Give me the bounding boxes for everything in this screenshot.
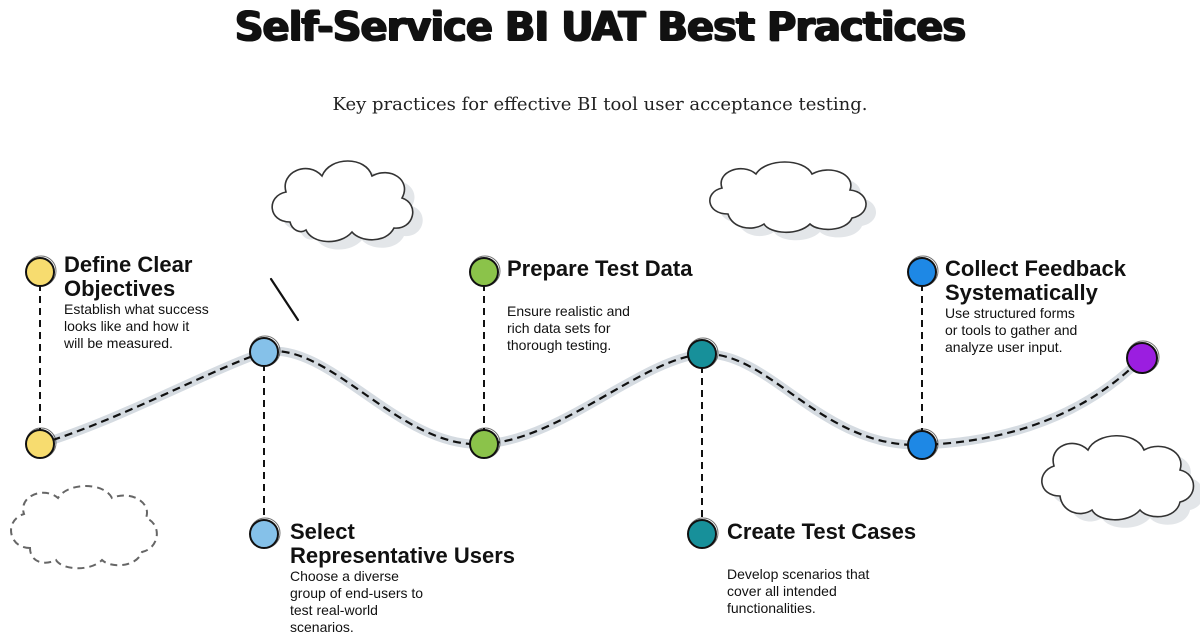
step-define-objectives: Define Clear Objectives Establish what s… xyxy=(64,253,264,352)
step-marker-path xyxy=(25,427,57,459)
cloud-icon xyxy=(10,485,158,570)
step-description: Establish what success looks like and ho… xyxy=(64,301,209,351)
step-marker-top xyxy=(25,255,57,287)
timeline-path xyxy=(39,350,1143,447)
step-marker-path xyxy=(249,335,281,367)
step-title: Collect Feedback Systematically xyxy=(945,256,1126,305)
page-title: Self-Service BI UAT Best Practices xyxy=(234,4,966,50)
step-marker-path xyxy=(687,337,719,369)
step-marker-bottom xyxy=(249,517,281,549)
step-title: Define Clear Objectives xyxy=(64,252,193,301)
step-marker-top xyxy=(469,255,501,287)
step-title: Prepare Test Data xyxy=(507,256,693,281)
timeline-path-shadow xyxy=(35,346,1147,450)
step-title: Create Test Cases xyxy=(727,519,917,544)
step-marker-bottom xyxy=(687,517,719,549)
step-description: Develop scenarios that cover all intende… xyxy=(727,566,870,616)
step-title: Select Representative Users xyxy=(290,519,516,568)
decorative-stroke xyxy=(269,277,300,322)
step-description: Use structured forms or tools to gather … xyxy=(945,305,1078,355)
step-description: Choose a diverse group of end-users to t… xyxy=(290,568,424,635)
step-prepare-data: Prepare Test Data Ensure realistic and r… xyxy=(507,257,747,354)
step-create-cases: Create Test Cases Develop scenarios that… xyxy=(727,520,967,617)
cloud-icon xyxy=(709,161,877,241)
step-select-users: Select Representative Users Choose a div… xyxy=(290,520,550,636)
step-description: Ensure realistic and rich data sets for … xyxy=(507,303,630,353)
cloud-icon xyxy=(271,160,423,250)
step-marker-path xyxy=(907,428,939,460)
end-marker xyxy=(1126,340,1160,374)
step-marker-path xyxy=(469,427,501,459)
step-collect-feedback: Collect Feedback Systematically Use stru… xyxy=(945,257,1185,356)
step-marker-top xyxy=(907,255,939,287)
cloud-icon xyxy=(1041,434,1200,528)
page-subtitle: Key practices for effective BI tool user… xyxy=(332,94,868,115)
